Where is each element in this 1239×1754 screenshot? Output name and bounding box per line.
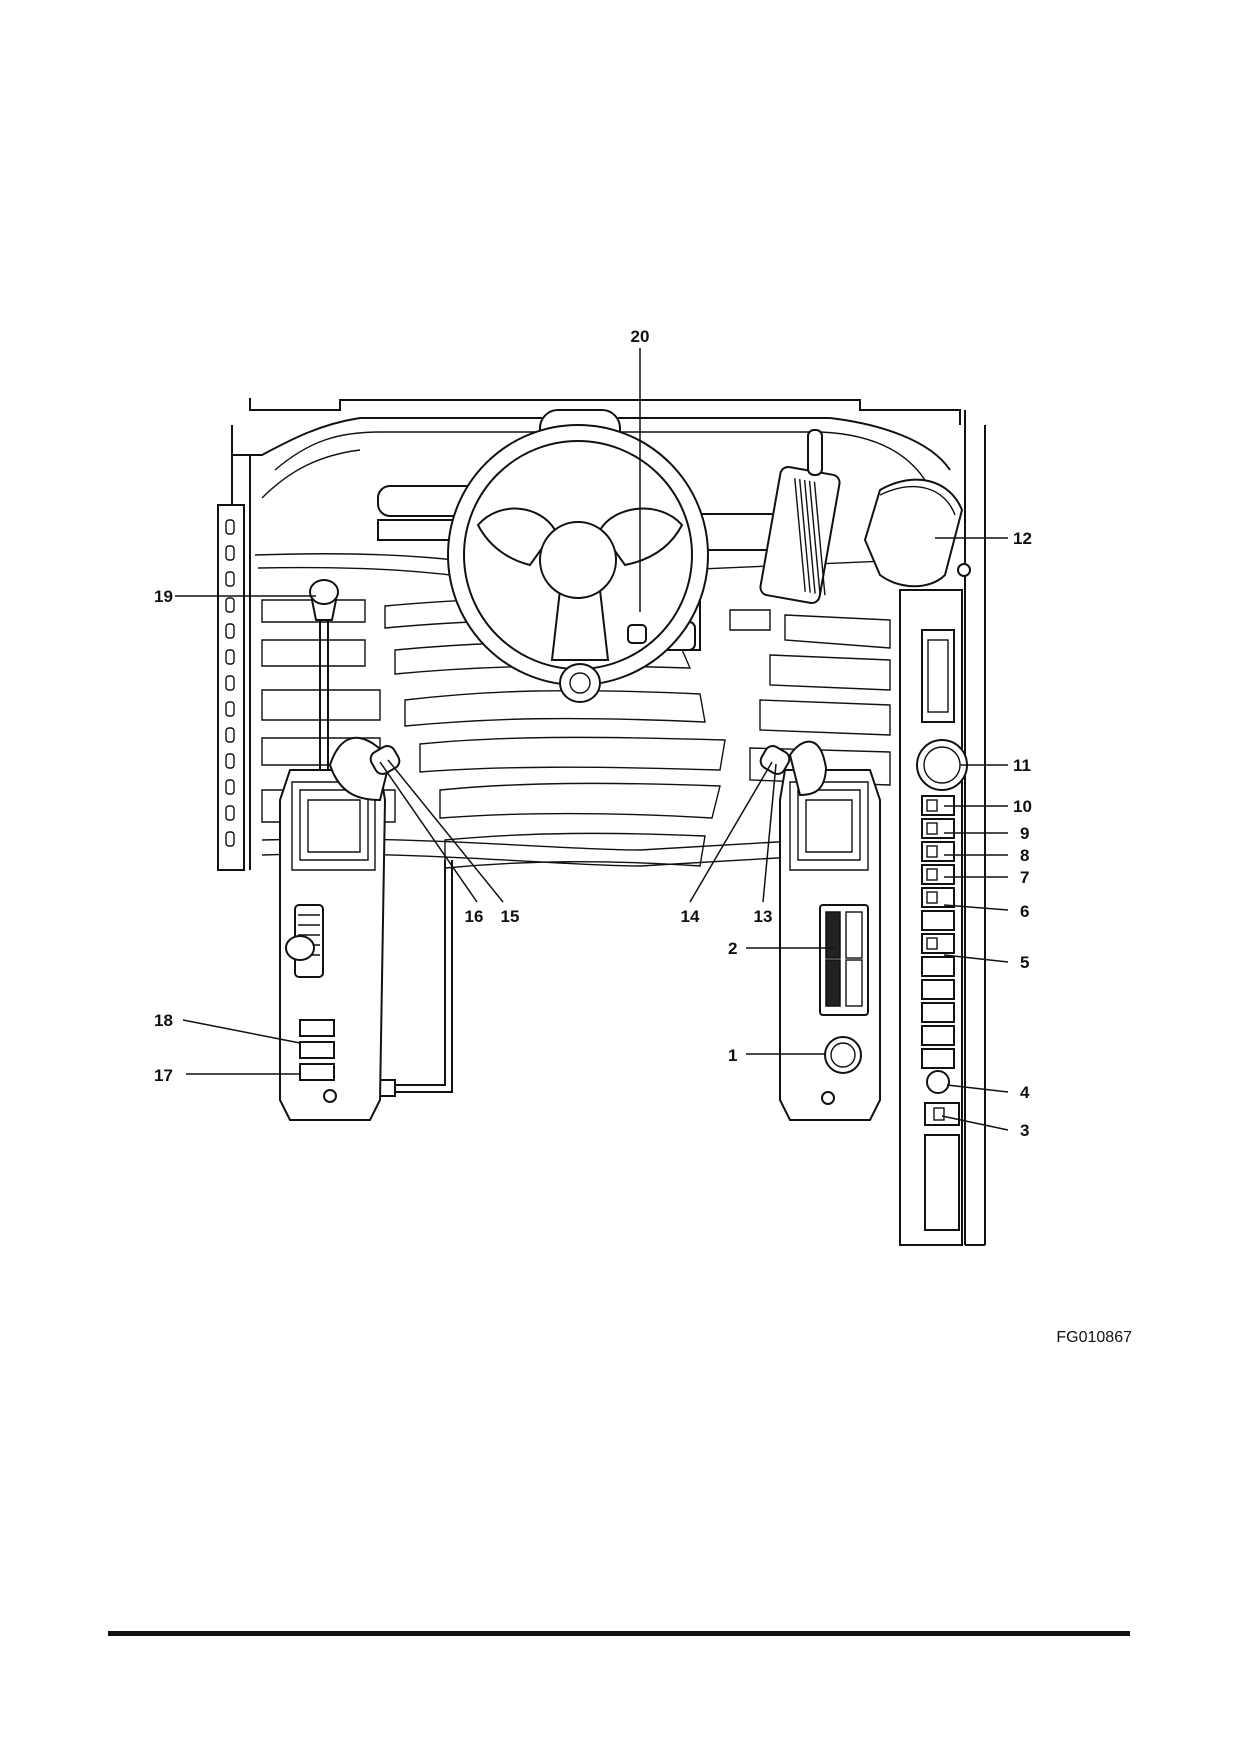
- callout-4: 4: [1020, 1083, 1030, 1102]
- callout-5: 5: [1020, 953, 1029, 972]
- callout-8: 8: [1020, 846, 1029, 865]
- switch-indicator: [926, 937, 938, 950]
- callout-18: 18: [154, 1011, 173, 1030]
- switch-indicator: [926, 845, 938, 858]
- panel-switch: [921, 864, 955, 885]
- switch-indicator: [926, 799, 938, 812]
- rail-slot: [225, 779, 235, 795]
- callout-11: 11: [1013, 756, 1031, 775]
- panel-switch: [921, 841, 955, 862]
- panel-switch: [921, 933, 955, 954]
- switch-indicator: [926, 868, 938, 881]
- rail-slot: [225, 753, 235, 769]
- rail-slot: [225, 649, 235, 665]
- panel-switch: [921, 910, 955, 931]
- panel-switch: [921, 1002, 955, 1023]
- rail-slot: [225, 519, 235, 535]
- steering-wheel: [377, 409, 786, 703]
- panel-switch: [921, 979, 955, 1000]
- callout-16: 16: [465, 907, 484, 926]
- callout-1: 1: [728, 1046, 737, 1065]
- callout-6: 6: [1020, 902, 1029, 921]
- accelerator-pedal: [759, 429, 841, 604]
- left-console: [279, 579, 453, 1121]
- leader-lines: [175, 348, 1009, 1131]
- panel-switch: [921, 1025, 955, 1046]
- rail-slot: [225, 545, 235, 561]
- callout-10: 10: [1013, 797, 1032, 816]
- callout-9: 9: [1020, 824, 1029, 843]
- callout-13: 13: [754, 907, 773, 926]
- left-side-rail: [217, 504, 245, 871]
- callout-12: 12: [1013, 529, 1032, 548]
- callout-7: 7: [1020, 868, 1029, 887]
- callout-20: 20: [631, 327, 650, 346]
- panel-switch: [921, 887, 955, 908]
- rail-slot: [225, 597, 235, 613]
- rail-slot: [225, 623, 235, 639]
- rail-slot: [225, 675, 235, 691]
- callout-3: 3: [1020, 1121, 1029, 1140]
- right-side-panel: [863, 478, 971, 1246]
- panel-switch: [921, 1048, 955, 1069]
- right-console: [759, 740, 881, 1121]
- panel-switch: [921, 956, 955, 977]
- rail-slot: [225, 727, 235, 743]
- callout-17: 17: [154, 1066, 173, 1085]
- switch-indicator: [926, 891, 938, 904]
- callout-14: 14: [681, 907, 700, 926]
- switch-indicator: [926, 822, 938, 835]
- rail-slot: [225, 571, 235, 587]
- rail-slot: [225, 701, 235, 717]
- figure-id-code: FG010867: [1056, 1329, 1132, 1346]
- rail-slot: [225, 831, 235, 847]
- callout-labels: 1 2 3 4 5 6 7 8 9 10 11 12 13 14 15 16 1…: [154, 327, 1032, 1140]
- rail-slot: [225, 805, 235, 821]
- callout-15: 15: [501, 907, 520, 926]
- callout-2: 2: [728, 939, 737, 958]
- page-footer-rule: [108, 1631, 1130, 1636]
- callout-19: 19: [154, 587, 173, 606]
